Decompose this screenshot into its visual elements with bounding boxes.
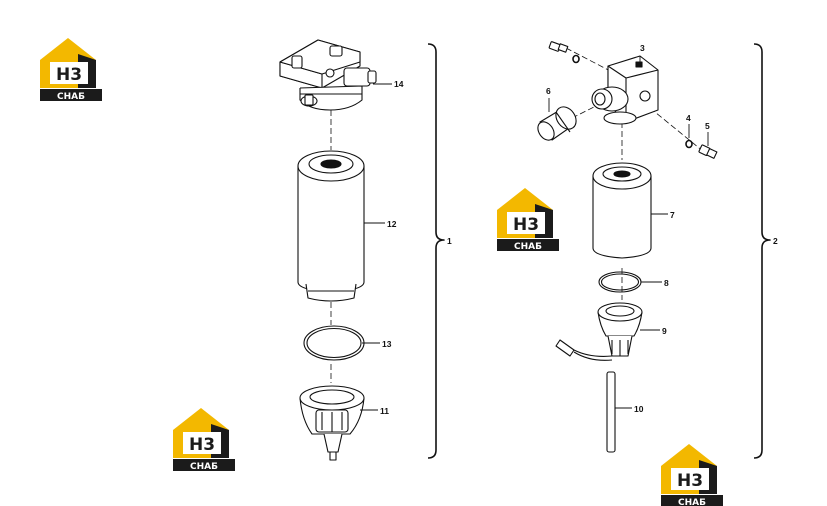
callout-8: 8 [664,278,669,288]
watermark-logo: H3 СНАБ [661,444,723,506]
watermark-logo: H3 СНАБ [497,188,559,252]
brace-assembly-1 [427,43,445,459]
callout-4: 4 [686,113,691,123]
svg-text:СНАБ: СНАБ [514,242,542,252]
part-12-filter-element [297,150,365,302]
part-bolt [548,41,580,64]
part-9-bowl [597,302,643,357]
callout-11: 11 [380,406,389,416]
part-8-o-ring [598,271,642,293]
callout-9: 9 [662,326,667,336]
callout-1: 1 [447,236,452,246]
axis-line [571,103,601,119]
part-7-filter-element [592,162,652,259]
svg-text:СНАБ: СНАБ [678,498,706,506]
part-3-filter-head [591,55,659,125]
part-sensor-cable [555,339,613,361]
callout-7: 7 [670,210,675,220]
callout-5: 5 [705,121,710,131]
part-10-tube [606,371,616,453]
svg-text:H3: H3 [513,215,539,235]
callout-10: 10 [634,404,644,414]
part-11-water-bowl [299,385,365,461]
callout-6: 6 [546,86,551,96]
callout-3: 3 [640,43,645,53]
svg-text:СНАБ: СНАБ [57,92,85,102]
watermark-logo: H3 СНАБ [173,408,235,472]
axis-line [649,107,705,153]
callout-14: 14 [394,79,404,89]
svg-text:H3: H3 [56,65,82,85]
part-14-filter-head [279,39,377,111]
svg-text:СНАБ: СНАБ [190,462,218,472]
callout-2: 2 [773,236,778,246]
part-6-adapter [537,106,577,141]
svg-text:H3: H3 [677,471,703,491]
part-4-washer [685,139,693,149]
callout-12: 12 [387,219,397,229]
callout-13: 13 [382,339,392,349]
part-5-plug [698,144,718,159]
svg-text:H3: H3 [189,435,215,455]
watermark-logo: H3 СНАБ [40,38,102,102]
brace-assembly-2 [753,43,771,459]
part-13-o-ring [303,325,365,361]
